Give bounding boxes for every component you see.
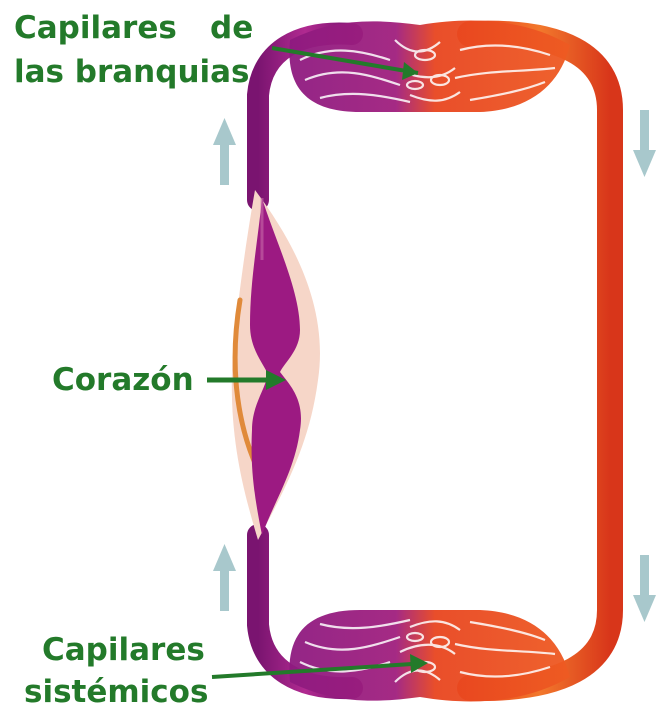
gill-capillary-bed: [289, 21, 570, 112]
systemic-capillary-bed: [289, 610, 570, 701]
heart-label: Corazón: [52, 362, 194, 398]
gill-label-line3: las branquias: [14, 54, 250, 90]
arrow-down-icon: [633, 555, 656, 622]
systemic-label-line1: Capilares: [42, 632, 205, 668]
gill-label-line1: Capilares: [14, 10, 177, 46]
gill-label-line2: de: [210, 10, 253, 46]
systemic-label-line2: sistémicos: [24, 674, 208, 710]
oxygenated-vessel: [470, 34, 610, 689]
heart: [232, 190, 320, 540]
arrow-down-icon: [633, 110, 656, 177]
arrow-up-icon: [213, 544, 236, 611]
arrow-up-icon: [213, 118, 236, 185]
